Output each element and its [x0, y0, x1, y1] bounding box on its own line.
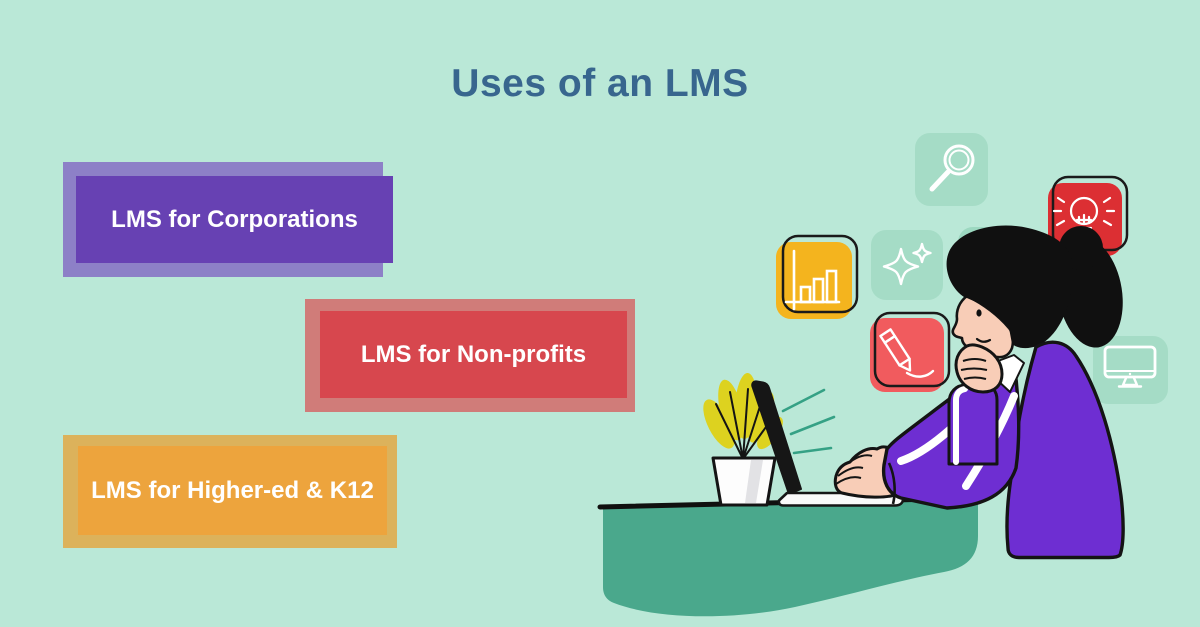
forearm	[947, 383, 999, 466]
bar-chart-icon	[784, 249, 841, 311]
higher-ed-card-label: LMS for Higher-ed & K12	[91, 476, 374, 504]
nonprofits-card-label: LMS for Non-profits	[360, 340, 587, 368]
nonprofits-card: LMS for Non-profits	[320, 311, 627, 398]
chin-hand	[954, 343, 1004, 394]
corporations-card: LMS for Corporations	[76, 176, 393, 263]
sparkles-tile	[871, 230, 943, 300]
search-icon	[929, 144, 975, 192]
monitor-icon	[1103, 345, 1157, 388]
higher-ed-card: LMS for Higher-ed & K12	[78, 446, 387, 535]
forearm-stripe	[953, 386, 968, 465]
woman	[881, 225, 1125, 560]
page-title: Uses of an LMS	[451, 62, 749, 105]
search-tile	[915, 133, 988, 206]
eye	[976, 309, 982, 317]
laptop-screen	[751, 380, 802, 495]
corporations-card-label: LMS for Corporations	[111, 205, 358, 233]
plant-pot	[711, 456, 777, 507]
monitor-tile	[1093, 336, 1168, 404]
hair	[946, 225, 1073, 349]
smile	[975, 337, 992, 343]
cuff-line	[887, 462, 896, 505]
desk	[597, 495, 978, 617]
plant	[703, 373, 783, 507]
pencil-tile	[870, 311, 951, 392]
sparkles-icon	[882, 242, 932, 286]
bar-chart-tile	[776, 234, 859, 319]
pencil-icon	[879, 328, 935, 378]
motion-lines	[781, 388, 836, 455]
